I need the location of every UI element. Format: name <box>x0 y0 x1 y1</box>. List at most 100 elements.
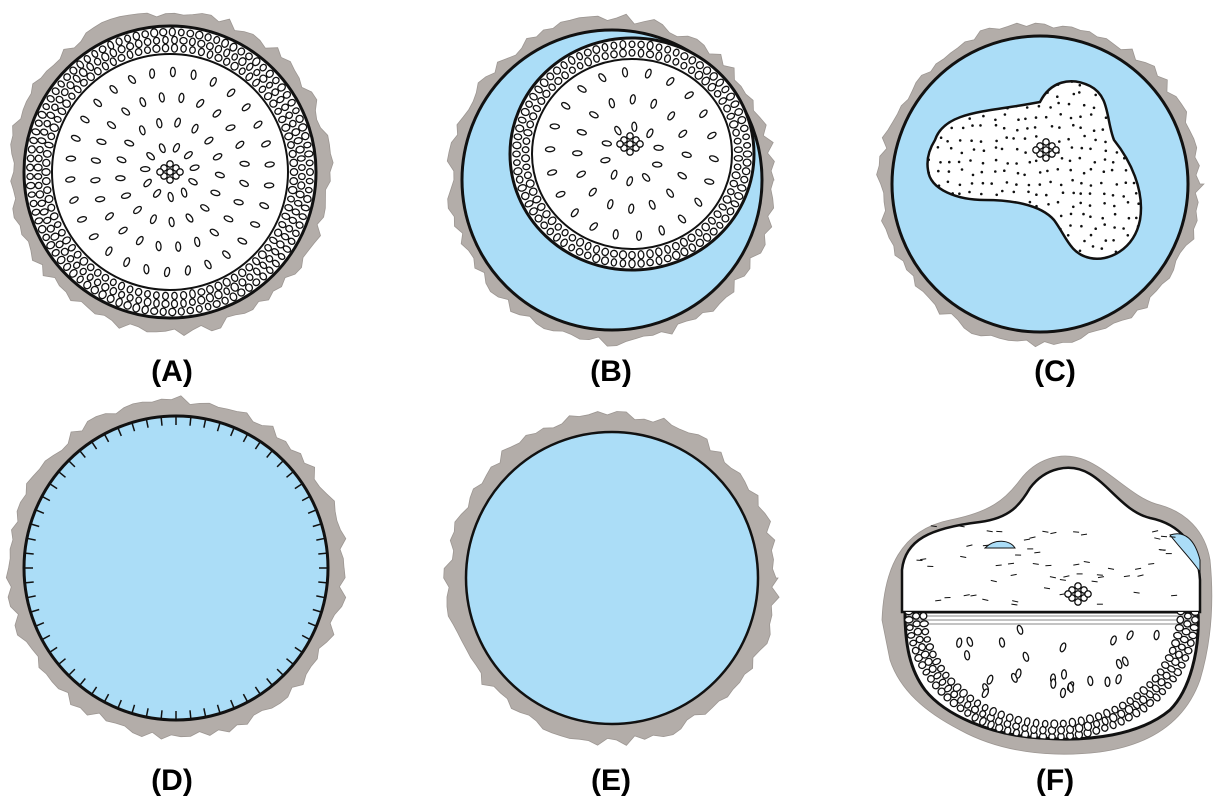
dot <box>1094 161 1097 164</box>
cortex-cell <box>287 196 295 203</box>
cortex-cell <box>47 132 55 140</box>
vessel <box>175 242 181 252</box>
stele-ring-cell <box>740 176 748 184</box>
dot <box>962 127 965 130</box>
dot <box>1079 84 1082 87</box>
pith-cell <box>167 161 173 167</box>
cortex-cell <box>163 36 169 43</box>
tissue-dash <box>1171 595 1177 596</box>
dot <box>1102 128 1105 131</box>
cortex-cell <box>160 308 166 316</box>
dot <box>1067 138 1070 141</box>
dot <box>1101 247 1104 250</box>
dot <box>1125 169 1128 172</box>
dot <box>1090 113 1093 116</box>
vessel <box>116 176 125 181</box>
lower-ring-cell <box>1175 624 1184 631</box>
stele-ring-cell <box>514 133 522 140</box>
panel-f <box>882 456 1212 754</box>
cortex-cell <box>299 164 306 170</box>
stele-ring-cell <box>513 160 520 166</box>
dot <box>1080 225 1083 228</box>
stele-ring-cell <box>522 147 529 153</box>
vessel <box>1060 688 1066 698</box>
dot <box>1006 181 1009 184</box>
cortex-cell <box>141 30 148 38</box>
dot <box>1113 226 1116 229</box>
cortex-cell <box>42 177 50 184</box>
stele-ring-cell <box>647 41 654 50</box>
dot <box>947 181 950 184</box>
stele-ring-cell <box>732 129 740 137</box>
vessel <box>240 161 250 167</box>
vessel <box>964 650 970 660</box>
cortex-cell <box>153 37 160 44</box>
dot <box>1072 192 1075 195</box>
pith-cell <box>167 177 173 183</box>
dot <box>1122 195 1125 198</box>
dot <box>1034 126 1037 129</box>
dot <box>1092 245 1095 248</box>
dot <box>1015 183 1018 186</box>
dot <box>1089 192 1092 195</box>
dot <box>1083 135 1086 138</box>
dot <box>1024 151 1027 154</box>
pith-cell <box>1085 591 1091 597</box>
dot <box>1060 215 1063 218</box>
dot <box>1069 169 1072 172</box>
dot <box>970 139 973 142</box>
pith-cell <box>627 149 633 155</box>
lower-ring-cell <box>920 612 927 619</box>
lower-ring-cell <box>912 613 919 619</box>
dot <box>1101 217 1104 220</box>
cortex-cell <box>160 28 167 36</box>
cortex-cell <box>144 298 152 307</box>
dot <box>1103 170 1106 173</box>
inner-tick <box>161 417 162 426</box>
dot <box>1038 105 1041 108</box>
lower-ring-cell <box>1191 616 1198 623</box>
stele-ring-cell <box>513 151 520 157</box>
cortex-cell <box>150 28 158 37</box>
dot <box>1070 213 1073 216</box>
vessel <box>1051 679 1056 688</box>
cortex-cell <box>29 137 38 145</box>
dot <box>1078 91 1081 94</box>
cortex-cell <box>43 150 52 158</box>
inner-tick <box>318 582 327 583</box>
dot <box>950 147 953 150</box>
dot <box>1003 169 1006 172</box>
dot <box>959 184 962 187</box>
tissue-dash <box>1073 532 1079 533</box>
dot <box>1039 183 1042 186</box>
dot <box>1105 239 1108 242</box>
lower-ring-cell <box>978 497 988 507</box>
dot <box>1035 135 1038 138</box>
stele-ring-cell <box>513 142 522 149</box>
dot <box>1071 146 1074 149</box>
pith-cell <box>1075 583 1081 589</box>
stele-ring-cell <box>638 49 644 57</box>
pith-cell <box>1053 147 1059 153</box>
vessel <box>264 183 273 188</box>
pith-cell <box>1065 591 1071 597</box>
vessel <box>573 151 582 156</box>
dot <box>1026 127 1029 130</box>
lower-ring-cell <box>923 636 930 643</box>
tissue-dash <box>983 545 989 546</box>
cortex-cell <box>180 291 187 299</box>
dot <box>995 140 998 143</box>
vessel <box>632 122 637 132</box>
stele-ring-cell <box>646 259 653 267</box>
tissue-dash <box>996 565 1002 566</box>
cortex-cell <box>26 182 35 189</box>
cortex-cell <box>172 292 178 299</box>
stele-ring-cell <box>516 175 524 183</box>
dot <box>1080 182 1083 185</box>
dot <box>972 174 975 177</box>
cortex-cell <box>172 36 178 44</box>
vessel <box>613 230 619 240</box>
dot <box>1058 140 1061 143</box>
cortex-cell <box>171 44 177 52</box>
